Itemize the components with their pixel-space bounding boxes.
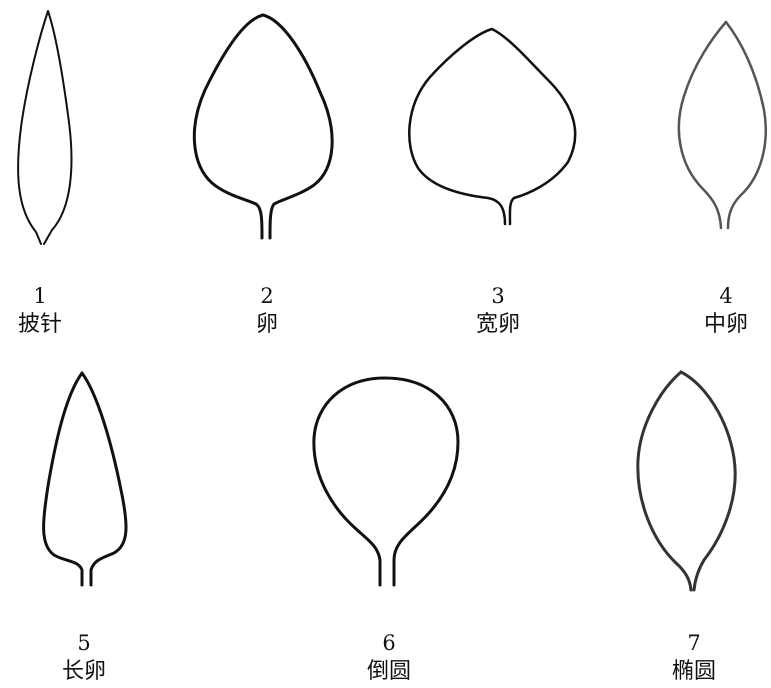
leaf-2-number: 2 <box>207 286 327 307</box>
leaf-3-number: 3 <box>438 286 558 307</box>
caption-leaf-2: 2 卵 <box>207 286 327 336</box>
caption-leaf-5: 5 长卵 <box>24 633 144 683</box>
leaf-2-name: 卵 <box>207 314 327 336</box>
leaf-5-long-ovate <box>44 373 126 585</box>
leaf-1-number: 1 <box>0 286 100 307</box>
leaf-6-name: 倒圆 <box>329 661 449 683</box>
caption-leaf-4: 4 中卵 <box>666 286 771 336</box>
leaf-5-name: 长卵 <box>24 661 144 683</box>
leaf-6-obovate-round <box>314 378 458 585</box>
leaf-7-number: 7 <box>634 633 754 654</box>
caption-leaf-6: 6 倒圆 <box>329 633 449 683</box>
caption-leaf-3: 3 宽卵 <box>438 286 558 336</box>
caption-leaf-1: 1 披针 <box>0 286 100 336</box>
leaf-7-name: 椭圆 <box>634 661 754 683</box>
leaf-4-name: 中卵 <box>666 314 771 336</box>
leaf-5-number: 5 <box>24 633 144 654</box>
leaf-1-lanceolate <box>18 11 71 244</box>
caption-leaf-7: 7 椭圆 <box>634 633 754 683</box>
leaf-6-number: 6 <box>329 633 449 654</box>
leaf-2-ovate <box>194 15 332 238</box>
leaf-3-broadly-ovate <box>409 29 575 224</box>
leaf-4-number: 4 <box>666 286 771 307</box>
leaf-4-medium-ovate <box>679 22 766 228</box>
leaf-3-name: 宽卵 <box>438 314 558 336</box>
leaf-1-name: 披针 <box>0 314 100 336</box>
leaf-7-elliptic <box>638 372 735 590</box>
